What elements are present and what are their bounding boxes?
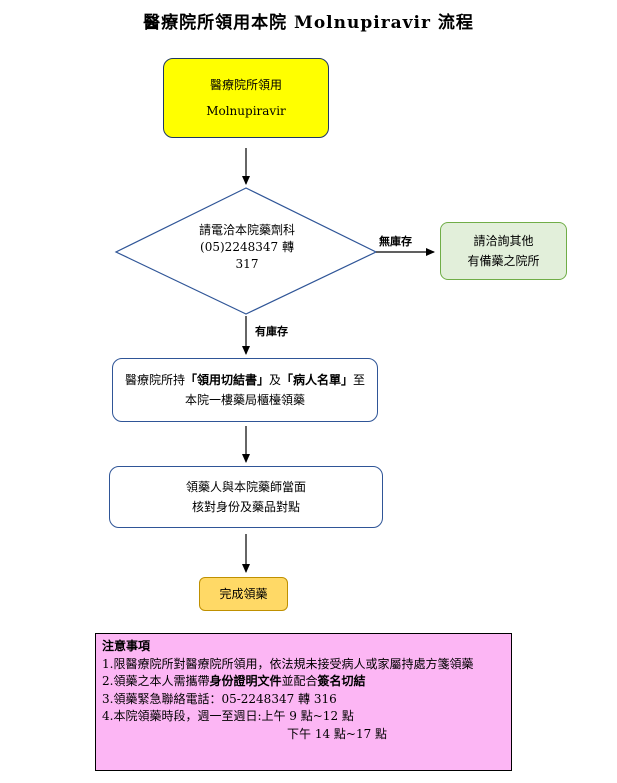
step-verify-line1: 領藥人與本院藥師當面: [185, 480, 306, 494]
step-verify-line2: 核對身份及藥品對點: [191, 500, 300, 514]
step-collect-node: 醫療院所持「領用切結書」及「病人名單」至本院一樓藥局櫃檯領藥: [112, 358, 378, 422]
notes-item-2-bold2: 簽名切結: [317, 674, 366, 688]
in-stock-label: 有庫存: [255, 325, 288, 338]
no-stock-node: 請洽詢其他 有備藥之院所: [440, 222, 567, 280]
decision-line3: 317: [235, 257, 259, 271]
notes-item-2-mid: 並配合: [281, 674, 318, 688]
end-node: 完成領藥: [199, 577, 288, 611]
no-stock-label: 無庫存: [379, 235, 412, 248]
notes-item-2-bold1: 身份證明文件: [209, 674, 282, 688]
step-verify-node: 領藥人與本院藥師當面 核對身份及藥品對點: [109, 466, 383, 528]
start-node: 醫療院所領用 Molnupiravir: [163, 58, 329, 138]
decision-line1: 請電洽本院藥劑科: [198, 223, 295, 237]
notes-item-4-line2: 下午 14 點~17 點: [287, 726, 388, 741]
start-line1: 醫療院所領用: [209, 78, 282, 92]
notes-title: 注意事項: [102, 639, 151, 653]
notes-item-3: 3.領藥緊急聯絡電話：05-2248347 轉 316: [102, 691, 337, 706]
step-collect-part1: 醫療院所持: [124, 373, 185, 387]
page-title: 醫療院所領用本院 Molnupiravir 流程: [143, 13, 474, 33]
no-stock-line1: 請洽詢其他: [473, 234, 534, 248]
step-collect-bold1: 「領用切結書」: [184, 373, 269, 387]
no-stock-line2: 有備藥之院所: [467, 254, 540, 268]
step-collect-text: 醫療院所持「領用切結書」及「病人名單」至本院一樓藥局櫃檯領藥: [123, 370, 367, 410]
notes-item-2: 2.領藥之本人需攜帶身份證明文件並配合簽名切結: [102, 673, 505, 691]
notes-item-2-pre: 2.領藥之本人需攜帶: [102, 674, 210, 688]
decision-text: 請電洽本院藥劑科 (05)2248347 轉 317: [168, 222, 326, 273]
step-collect-part2: 及: [268, 373, 281, 387]
notes-item-4-line1: 4.本院領藥時段，週一至週日:上午 9 點~12 點: [102, 709, 354, 723]
step-collect-bold2: 「病人名單」: [281, 373, 354, 387]
notes-panel: 注意事項 1.限醫療院所對醫療院所領用，依法規未接受病人或家屬持處方箋領藥 2.…: [95, 633, 512, 771]
decision-line2: (05)2248347 轉: [200, 240, 294, 254]
step-collect-part3: 至本院一樓藥局櫃檯領藥: [184, 373, 366, 407]
notes-item-1: 1.限醫療院所對醫療院所領用，依法規未接受病人或家屬持處方箋領藥: [102, 656, 474, 671]
decision-diamond: [114, 187, 378, 315]
start-line2: Molnupiravir: [206, 104, 286, 118]
